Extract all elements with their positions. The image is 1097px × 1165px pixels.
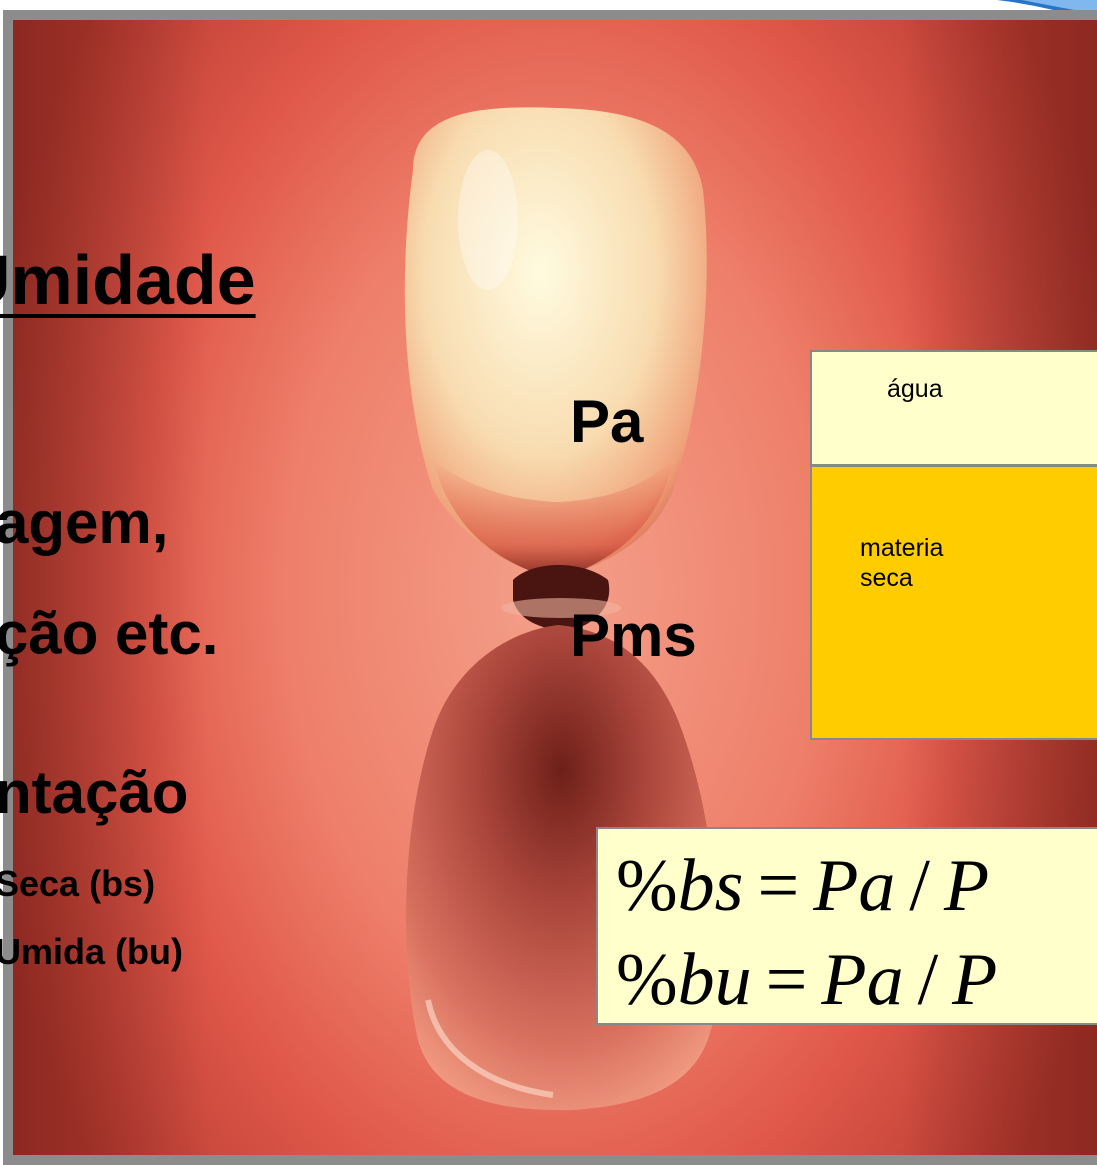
dry-matter-label-line2: seca: [860, 564, 913, 592]
formula-bu-numerator: Pa: [821, 939, 904, 1021]
label-pms: Pms: [570, 602, 697, 669]
formula-bs-slash: /: [909, 845, 930, 927]
water-block: água: [810, 350, 1097, 466]
bullet-line-4: Seca (bs): [0, 863, 156, 904]
dry-matter-label-line1: materia: [860, 534, 944, 562]
label-pa: Pa: [570, 388, 644, 455]
formula-bs-denominator: P: [943, 845, 990, 927]
formula-box: %bs=Pa/P %bu=Pa/P: [596, 827, 1097, 1025]
bullet-line-3: ntação: [0, 759, 189, 826]
dry-matter-label: materia seca: [860, 533, 943, 593]
formula-bs-equals: =: [757, 845, 800, 927]
dry-matter-block: materia seca: [810, 466, 1097, 740]
formula-bs-percent: %: [616, 845, 678, 927]
formula-bu-denominator: P: [952, 939, 998, 1021]
bullet-line-2: ção etc.: [0, 600, 219, 667]
page-title: Umidade: [0, 241, 256, 319]
formula-bu: %bu=Pa/P: [616, 943, 997, 1017]
bullet-line-5: Umida (bu): [0, 931, 183, 972]
formula-bs: %bs=Pa/P: [616, 849, 989, 923]
bullet-line-1: agem,: [0, 489, 169, 556]
formula-bu-equals: =: [765, 939, 808, 1021]
formula-bu-slash: /: [917, 939, 939, 1021]
water-label: água: [887, 375, 943, 403]
formula-bu-percent: %: [616, 939, 678, 1021]
formula-bu-lhs: bu: [677, 939, 752, 1021]
formula-bs-lhs: bs: [677, 845, 744, 927]
formula-bs-numerator: Pa: [813, 845, 896, 927]
